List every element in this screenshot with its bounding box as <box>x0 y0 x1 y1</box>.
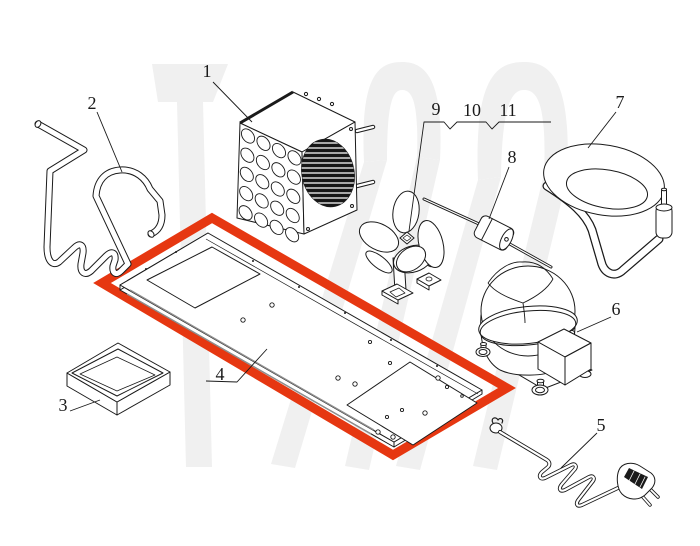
compressor-mounts <box>475 342 592 396</box>
part-label-11: 11 <box>499 100 517 120</box>
leader-lines <box>69 81 617 469</box>
part-label-7: 7 <box>615 92 625 112</box>
condenser-coils <box>238 128 302 243</box>
part-label-3: 3 <box>58 395 68 415</box>
compressor-junction-box <box>537 328 592 386</box>
plug <box>616 462 660 507</box>
part-6-compressor <box>475 261 593 396</box>
part-label-4: 4 <box>215 364 225 384</box>
accumulator-cylinder <box>655 187 673 239</box>
part-7-tube-loop <box>542 143 673 279</box>
part-3-drip-tray <box>66 342 171 416</box>
part-9-fan-blade <box>358 190 445 274</box>
part-label-2: 2 <box>87 93 97 113</box>
part-label-1: 1 <box>202 61 212 81</box>
part-8-filter-drier <box>422 197 553 269</box>
selection-highlight-box <box>93 212 516 461</box>
part-2-bent-tube <box>34 120 166 277</box>
part-1-condenser <box>236 90 376 243</box>
part-label-9: 9 <box>431 99 441 119</box>
part-label-8: 8 <box>507 147 517 167</box>
part-4-base-plate <box>119 232 483 448</box>
part-label-10: 10 <box>463 100 481 120</box>
part-5-power-cord <box>489 417 660 508</box>
part-label-5: 5 <box>596 415 606 435</box>
part-label-6: 6 <box>611 299 621 319</box>
